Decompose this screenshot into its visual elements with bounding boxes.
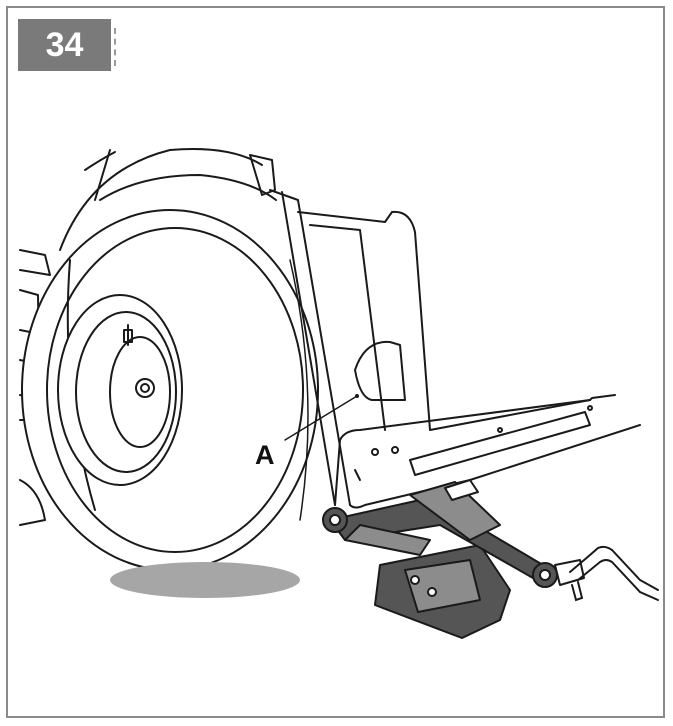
badge-tick-mark (114, 28, 120, 66)
callout-label-a: A (255, 440, 275, 470)
jack-crank-handle (569, 545, 659, 602)
tire-shadow (110, 562, 300, 598)
callout-leader-line (284, 395, 358, 441)
wheel-arch (59, 148, 277, 251)
scissor-jack (322, 479, 585, 639)
wheel-rim (57, 294, 183, 486)
step-number-badge: 34 (18, 19, 111, 71)
car-sill-panel (269, 189, 641, 509)
